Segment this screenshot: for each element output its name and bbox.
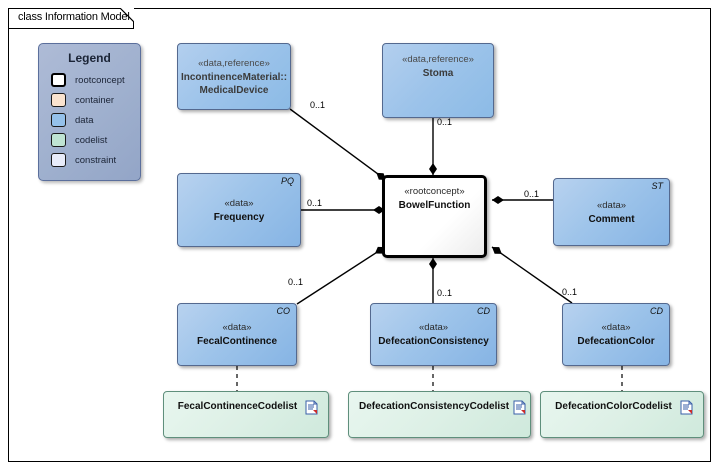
class-node-defecationcolorcodelist[interactable]: DefecationColorCodelist <box>540 391 704 438</box>
multiplicity-fecalcontinence: 0..1 <box>288 277 304 287</box>
class-node-defecationconsistency[interactable]: CD «data» DefecationConsistency <box>370 303 497 366</box>
constraint-swatch <box>51 153 66 167</box>
legend-panel: Legend rootconcept container data codeli… <box>38 43 141 181</box>
data-swatch <box>51 113 66 127</box>
document-icon <box>305 400 318 420</box>
stereotype-defecationcolor: «data» <box>601 322 631 333</box>
class-name-medicaldevice-line1: IncontinenceMaterial:: <box>180 71 288 83</box>
datatype-defecationcolor: CD <box>650 306 663 316</box>
stereotype-frequency: «data» <box>224 197 254 209</box>
legend-item-container: container <box>39 90 140 110</box>
stereotype-medicaldevice: «data,reference» <box>198 57 270 69</box>
class-name-defecationcolorcodelist: DefecationColorCodelist <box>555 401 672 412</box>
class-node-defecationconsistencycodelist[interactable]: DefecationConsistencyCodelist <box>348 391 531 438</box>
legend-item-constraint: constraint <box>39 150 140 170</box>
class-name-bowelfunction: BowelFunction <box>398 200 471 211</box>
class-node-defecationcolor[interactable]: CD «data» DefecationColor <box>562 303 670 366</box>
multiplicity-stoma: 0..1 <box>437 117 453 127</box>
class-node-bowelfunction[interactable]: «rootconcept» BowelFunction <box>382 175 487 258</box>
document-icon <box>680 400 693 420</box>
class-node-frequency[interactable]: PQ «data» Frequency <box>177 173 301 247</box>
stereotype-stoma: «data,reference» <box>402 54 474 65</box>
legend-label-container: container <box>75 94 115 106</box>
legend-title: Legend <box>68 51 111 65</box>
document-icon <box>513 400 526 420</box>
datatype-frequency: PQ <box>280 176 294 186</box>
legend-item-codelist: codelist <box>39 130 140 150</box>
class-name-medicaldevice-line2: MedicalDevice <box>199 84 269 96</box>
multiplicity-comment: 0..1 <box>524 189 540 199</box>
class-name-defecationconsistencycodelist: DefecationConsistencyCodelist <box>359 401 510 412</box>
class-name-fecalcontinence: FecalContinence <box>196 336 278 347</box>
stereotype-fecalcontinence: «data» <box>222 322 252 333</box>
multiplicity-frequency: 0..1 <box>307 198 323 208</box>
class-name-frequency: Frequency <box>213 211 265 223</box>
multiplicity-defecationconsistency: 0..1 <box>437 288 453 298</box>
legend-item-rootconcept: rootconcept <box>39 70 140 90</box>
codelist-swatch <box>51 133 66 147</box>
multiplicity-medicaldevice: 0..1 <box>310 100 326 110</box>
rootconcept-swatch <box>51 73 66 87</box>
container-swatch <box>51 93 66 107</box>
datatype-comment: ST <box>651 181 663 191</box>
class-node-fecalcontinence[interactable]: CO «data» FecalContinence <box>177 303 297 366</box>
class-node-stoma[interactable]: «data,reference» Stoma <box>382 43 494 118</box>
class-name-defecationconsistency: DefecationConsistency <box>378 336 489 347</box>
legend-label-data: data <box>75 114 94 126</box>
class-name-fecalcontinencecodelist: FecalContinenceCodelist <box>177 401 298 412</box>
class-name-defecationcolor: DefecationColor <box>577 336 655 347</box>
stereotype-bowelfunction: «rootconcept» <box>404 186 465 197</box>
stereotype-comment: «data» <box>596 199 627 211</box>
legend-label-constraint: constraint <box>75 154 117 166</box>
class-node-fecalcontinencecodelist[interactable]: FecalContinenceCodelist <box>163 391 329 438</box>
diagram-title-tab: class Information Model <box>8 8 134 29</box>
class-name-comment: Comment <box>588 213 635 225</box>
legend-item-data: data <box>39 110 140 130</box>
datatype-defecationconsistency: CD <box>477 306 490 316</box>
diagram-title: class Information Model <box>18 11 130 23</box>
datatype-fecalcontinence: CO <box>276 306 291 316</box>
legend-label-rootconcept: rootconcept <box>75 74 125 86</box>
legend-label-codelist: codelist <box>75 134 108 146</box>
class-node-medicaldevice[interactable]: «data,reference» IncontinenceMaterial:: … <box>177 43 291 110</box>
multiplicity-defecationcolor: 0..1 <box>562 287 578 297</box>
class-node-comment[interactable]: ST «data» Comment <box>553 178 670 246</box>
class-name-stoma: Stoma <box>422 68 454 79</box>
title-tab-shape <box>8 8 134 29</box>
stereotype-defecationconsistency: «data» <box>418 322 449 333</box>
